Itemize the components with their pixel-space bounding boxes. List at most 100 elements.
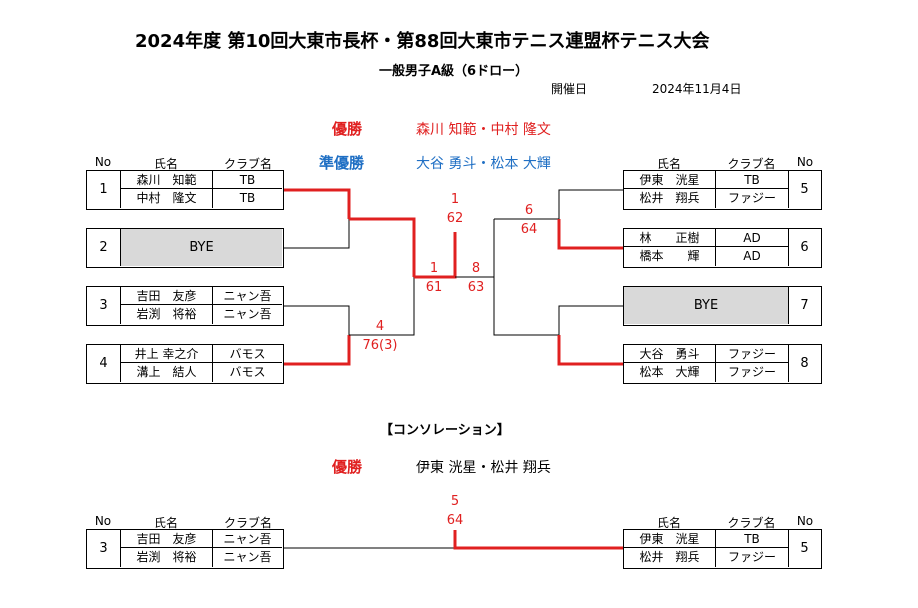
cons-left-header-no: No bbox=[94, 514, 112, 528]
player-club: ニャン吾 bbox=[223, 307, 272, 321]
consolation-entry-left: 3 吉田 友彦 ニャン吾 岩渕 将裕 ニャン吾 bbox=[86, 529, 284, 569]
player-name: 林 正樹 bbox=[624, 229, 716, 247]
player-name: 大谷 勇斗 bbox=[624, 345, 716, 363]
left-header-name: 氏名 bbox=[153, 157, 178, 171]
player-name: 伊東 洸星 bbox=[624, 171, 716, 189]
player-club: AD bbox=[716, 247, 789, 266]
cons-right-header-no: No bbox=[796, 514, 814, 528]
player-club: ニャン吾 bbox=[213, 287, 282, 305]
player-name: 井上 幸之介 bbox=[121, 345, 213, 363]
entry-no: 1 bbox=[87, 171, 121, 208]
score-semi-left-result: 61 bbox=[425, 280, 443, 295]
runnerup-names: 大谷 勇斗・松本 大輝 bbox=[416, 156, 551, 172]
page-title: 2024年度 第10回大東市長杯・第88回大東市テニス連盟杯テニス大会 bbox=[135, 31, 710, 52]
player-club: AD bbox=[716, 229, 789, 247]
player-club: ファジー bbox=[716, 189, 789, 208]
bye-cell: BYE bbox=[624, 287, 789, 324]
champion-label: 優勝 bbox=[332, 120, 363, 138]
player-name: 松本 大輝 bbox=[624, 363, 716, 382]
player-name: 松井 翔兵 bbox=[624, 548, 716, 567]
score-semi-right-result: 63 bbox=[467, 280, 485, 295]
player-name: 橋本 輝 bbox=[624, 247, 716, 266]
consolation-champion-names: 伊東 洸星・松井 翔兵 bbox=[416, 460, 551, 476]
score-semi-right-winner: 8 bbox=[471, 261, 481, 276]
score-final-winner: 1 bbox=[450, 192, 460, 207]
player-name: 岩渕 将裕 bbox=[121, 305, 213, 324]
player-club: ニャン吾 bbox=[213, 530, 282, 548]
score-qf-right-winner: 6 bbox=[524, 203, 534, 218]
entry-2: 2 BYE bbox=[86, 228, 284, 268]
bracket-line bbox=[284, 305, 350, 335]
player-club: TB bbox=[716, 530, 789, 548]
cons-right-header-club: クラブ名 bbox=[727, 516, 776, 530]
entry-1: 1 森川 知範 TB 中村 隆文 TB bbox=[86, 170, 284, 210]
right-header-club: クラブ名 bbox=[727, 157, 776, 171]
player-name: 吉田 友彦 bbox=[121, 530, 213, 548]
entry-no: 6 bbox=[800, 240, 809, 255]
entry-8: 大谷 勇斗 ファジー 松本 大輝 ファジー 8 bbox=[623, 344, 822, 384]
score-qf-left-result: 76(3) bbox=[362, 338, 398, 353]
bracket-line-win bbox=[349, 217, 416, 277]
date-label: 開催日 bbox=[551, 82, 588, 96]
player-name: 中村 隆文 bbox=[121, 189, 213, 208]
player-name: 松井 翔兵 bbox=[624, 189, 716, 208]
entry-no: 8 bbox=[800, 356, 809, 371]
entry-no: 2 bbox=[87, 229, 121, 266]
bye-cell: BYE bbox=[121, 229, 282, 266]
bracket-line bbox=[284, 219, 350, 249]
runnerup-label: 準優勝 bbox=[319, 154, 365, 172]
entry-no: 4 bbox=[87, 345, 121, 382]
bracket-line bbox=[349, 277, 415, 336]
score-qf-right-result: 64 bbox=[520, 222, 538, 237]
cons-right-header-name: 氏名 bbox=[656, 516, 681, 530]
player-club: TB bbox=[213, 171, 282, 189]
entry-no: 5 bbox=[800, 541, 809, 556]
player-club: TB bbox=[716, 171, 789, 189]
bracket-line-win bbox=[557, 335, 623, 366]
consolation-score-winner: 5 bbox=[450, 494, 460, 509]
right-header-no: No bbox=[796, 155, 814, 169]
player-name: 溝上 結人 bbox=[121, 363, 213, 382]
score-semi-left-winner: 1 bbox=[429, 261, 439, 276]
cons-left-header-club: クラブ名 bbox=[223, 516, 272, 530]
entry-7: BYE 7 bbox=[623, 286, 822, 326]
bracket-line-win bbox=[284, 335, 351, 366]
bracket-line bbox=[493, 277, 559, 336]
bracket-line bbox=[558, 305, 623, 335]
champion-names: 森川 知範・中村 隆文 bbox=[416, 122, 551, 138]
bracket-line-win bbox=[453, 530, 623, 550]
consolation-entry-right: 伊東 洸星 TB 松井 翔兵 ファジー 5 bbox=[623, 529, 822, 569]
player-name: 伊東 洸星 bbox=[624, 530, 716, 548]
player-club: TB bbox=[239, 191, 256, 205]
entry-5: 伊東 洸星 TB 松井 翔兵 ファジー 5 bbox=[623, 170, 822, 210]
date-value: 2024年11月4日 bbox=[652, 82, 742, 96]
player-name: 岩渕 将裕 bbox=[121, 548, 213, 567]
bracket-line bbox=[558, 189, 623, 219]
right-header-name: 氏名 bbox=[656, 157, 681, 171]
consolation-champion-label: 優勝 bbox=[332, 458, 363, 476]
player-club: ニャン吾 bbox=[223, 550, 272, 564]
bracket-line-win bbox=[284, 188, 351, 219]
left-header-no: No bbox=[94, 155, 112, 169]
entry-no: 5 bbox=[800, 182, 809, 197]
player-club: ファジー bbox=[716, 548, 789, 567]
player-club: バモス bbox=[213, 345, 282, 363]
score-final-result: 62 bbox=[446, 211, 464, 226]
bracket-line-win bbox=[557, 219, 623, 250]
player-name: 森川 知範 bbox=[121, 171, 213, 189]
player-name: 吉田 友彦 bbox=[121, 287, 213, 305]
left-header-club: クラブ名 bbox=[223, 157, 272, 171]
consolation-heading: 【コンソレーション】 bbox=[380, 423, 510, 438]
entry-4: 4 井上 幸之介 バモス 溝上 結人 バモス bbox=[86, 344, 284, 384]
player-club: ファジー bbox=[716, 363, 789, 382]
consolation-score-result: 64 bbox=[446, 513, 464, 528]
entry-no: 3 bbox=[87, 530, 121, 567]
score-qf-left-winner: 4 bbox=[375, 319, 385, 334]
entry-no: 3 bbox=[87, 287, 121, 324]
entry-3: 3 吉田 友彦 ニャン吾 岩渕 将裕 ニャン吾 bbox=[86, 286, 284, 326]
page-subtitle: 一般男子A級（6ドロー） bbox=[379, 64, 529, 79]
cons-left-header-name: 氏名 bbox=[153, 516, 178, 530]
entry-no: 7 bbox=[800, 298, 809, 313]
player-club: ファジー bbox=[716, 345, 789, 363]
